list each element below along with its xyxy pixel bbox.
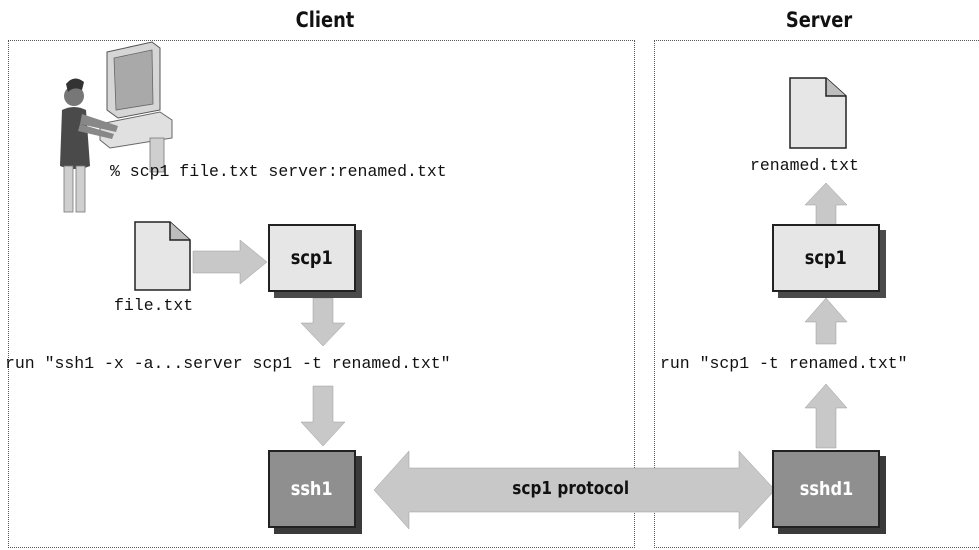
- server-title: Server: [785, 8, 853, 32]
- source-file-label: file.txt: [114, 296, 194, 315]
- server-region: [654, 40, 979, 548]
- server-run-command: run "scp1 -t renamed.txt": [660, 354, 908, 373]
- dest-file-label: renamed.txt: [750, 156, 859, 175]
- client-region: [8, 40, 635, 548]
- document-icon: [789, 77, 847, 149]
- arrow-run-to-scp: [804, 297, 848, 345]
- arrow-scp-to-file: [804, 182, 848, 227]
- arrow-sshd-to-run: [804, 383, 848, 449]
- arrow-scp-to-run: [300, 297, 346, 347]
- ssh1-box: ssh1: [268, 450, 356, 528]
- sshd1-box: sshd1: [772, 450, 880, 528]
- arrow-file-to-scp: [192, 239, 268, 285]
- server-scp1-label: scp1: [805, 247, 847, 269]
- ssh1-label: ssh1: [291, 478, 333, 500]
- client-scp1-label: scp1: [291, 247, 333, 269]
- arrow-run-to-ssh: [300, 385, 346, 447]
- document-icon: [134, 221, 191, 291]
- server-scp1-box: scp1: [772, 224, 880, 292]
- user-command: % scp1 file.txt server:renamed.txt: [110, 162, 447, 181]
- client-title: Client: [295, 8, 355, 32]
- protocol-label: scp1 protocol: [502, 478, 639, 499]
- user-at-computer-icon: [60, 41, 173, 213]
- protocol-label-text: scp1 protocol: [512, 478, 630, 499]
- sshd1-label: sshd1: [799, 478, 853, 500]
- client-run-command: run "ssh1 -x -a...server scp1 -t renamed…: [5, 354, 451, 373]
- client-scp1-box: scp1: [268, 224, 356, 292]
